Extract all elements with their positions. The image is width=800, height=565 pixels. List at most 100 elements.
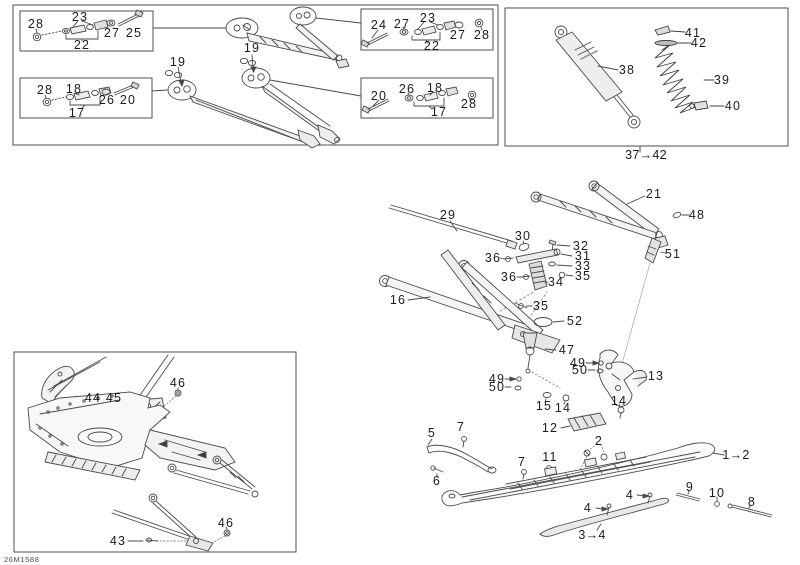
callout-26: 26 — [398, 81, 416, 96]
callout-50: 50 — [488, 379, 506, 394]
ski-drawing — [441, 442, 725, 507]
callout-41: 41 — [684, 25, 702, 40]
callout-34: 34 — [547, 274, 565, 289]
callout-28: 28 — [473, 27, 491, 42]
callout-25: 25 — [125, 25, 143, 40]
callout-45: 45 — [105, 390, 123, 405]
callout-18: 18 — [65, 81, 83, 96]
callout-35: 35 — [574, 268, 592, 283]
callout-30: 30 — [514, 228, 532, 243]
callout-5: 5 — [427, 425, 437, 440]
tie-rod-29-drawing — [388, 204, 518, 250]
frame-inset-drawing — [27, 354, 259, 552]
callout-27: 27 — [393, 16, 411, 31]
callout-2: 2 — [594, 433, 604, 448]
callout-28: 28 — [36, 82, 54, 97]
callout-52: 52 — [566, 313, 584, 328]
callout-46: 46 — [217, 515, 235, 530]
callout-27: 27 — [449, 27, 467, 42]
callout-36: 36 — [484, 250, 502, 265]
callout-10: 10 — [708, 485, 726, 500]
hardware-kit-a — [32, 9, 144, 42]
lower-a-arm-inset-right — [239, 54, 362, 145]
callout-36: 36 — [500, 269, 518, 284]
callout-46: 46 — [169, 375, 187, 390]
callout-15: 15 — [535, 398, 553, 413]
callout-11: 11 — [542, 449, 558, 464]
callout-42: 42 — [690, 35, 708, 50]
shock-spring-drawing — [654, 25, 725, 114]
callout-49: 49 — [569, 355, 587, 370]
callout-43: 43 — [109, 533, 127, 548]
ski-fasteners-drawing — [430, 436, 608, 480]
hardware-kit-d — [361, 86, 477, 114]
callout-28: 28 — [460, 96, 478, 111]
callout-4: 4 — [583, 500, 593, 515]
hardware-kit-b — [42, 81, 140, 109]
callout-47: 47 — [558, 342, 576, 357]
callout-19: 19 — [169, 54, 187, 69]
ball-joint-47-drawing — [514, 302, 565, 389]
callout-20: 20 — [370, 88, 388, 103]
callout-24: 24 — [370, 17, 388, 32]
callout-6: 6 — [432, 473, 442, 488]
spindle-13-drawing — [504, 349, 648, 419]
ski-runner-drawing — [539, 492, 669, 537]
callout-7: 7 — [456, 419, 466, 434]
steering-stud-51-drawing — [616, 237, 666, 383]
lower-a-arm-inset-left — [151, 66, 321, 149]
callout-19: 19 — [243, 40, 261, 55]
hardware-kit-c — [360, 18, 484, 48]
lower-a-arm-16-drawing — [379, 249, 561, 354]
callout-26: 26 — [98, 92, 116, 107]
callout-40: 40 — [724, 98, 742, 113]
callout-13: 13 — [647, 368, 665, 383]
ski-handle-5-drawing — [426, 438, 497, 474]
callout-17: 17 — [430, 104, 448, 119]
callout-9: 9 — [685, 479, 695, 494]
callout-4: 4 — [625, 487, 635, 502]
callout-20: 20 — [119, 92, 137, 107]
callout-14: 14 — [610, 393, 628, 408]
callout-21: 21 — [645, 186, 663, 201]
runner-hardware-drawing — [675, 490, 773, 518]
callout-49: 49 — [488, 371, 506, 386]
callout-44: 44 — [84, 390, 102, 405]
callout-range-1-2: 1→2 — [722, 447, 750, 462]
callout-38: 38 — [618, 62, 636, 77]
callout-35: 35 — [532, 298, 550, 313]
callout-28: 28 — [27, 16, 45, 31]
inset-box-shock — [504, 7, 789, 153]
callout-16: 16 — [389, 292, 407, 307]
callout-22: 22 — [423, 38, 441, 53]
callout-48: 48 — [688, 207, 706, 222]
callout-23: 23 — [419, 10, 437, 25]
callout-22: 22 — [73, 37, 91, 52]
callout-27: 27 — [103, 25, 121, 40]
steering-linkage-drawing — [499, 239, 574, 331]
callout-range-3-4: 3→4 — [578, 527, 606, 542]
callout-39: 39 — [713, 72, 731, 87]
callout-18: 18 — [426, 80, 444, 95]
callout-14: 14 — [554, 400, 572, 415]
callout-51: 51 — [664, 246, 682, 261]
callout-7: 7 — [517, 454, 527, 469]
callout-range-37-42: 37→42 — [625, 147, 667, 162]
upper-a-arm-21-drawing — [530, 180, 690, 249]
inset-box-frame — [13, 351, 297, 553]
inset-box-suspension-arms — [12, 4, 499, 146]
ski-rubber-pad-12-drawing — [560, 412, 607, 432]
callout-50: 50 — [571, 362, 589, 377]
callout-32: 32 — [572, 238, 590, 253]
callout-8: 8 — [747, 494, 757, 509]
callout-23: 23 — [71, 9, 89, 24]
callout-29: 29 — [439, 207, 457, 222]
callout-12: 12 — [541, 420, 559, 435]
drawing-part-code: 26M1588 — [4, 555, 40, 564]
shock-absorber-drawing — [554, 25, 641, 129]
callout-31: 31 — [574, 248, 592, 263]
callout-33: 33 — [574, 258, 592, 273]
callout-17: 17 — [68, 105, 86, 120]
